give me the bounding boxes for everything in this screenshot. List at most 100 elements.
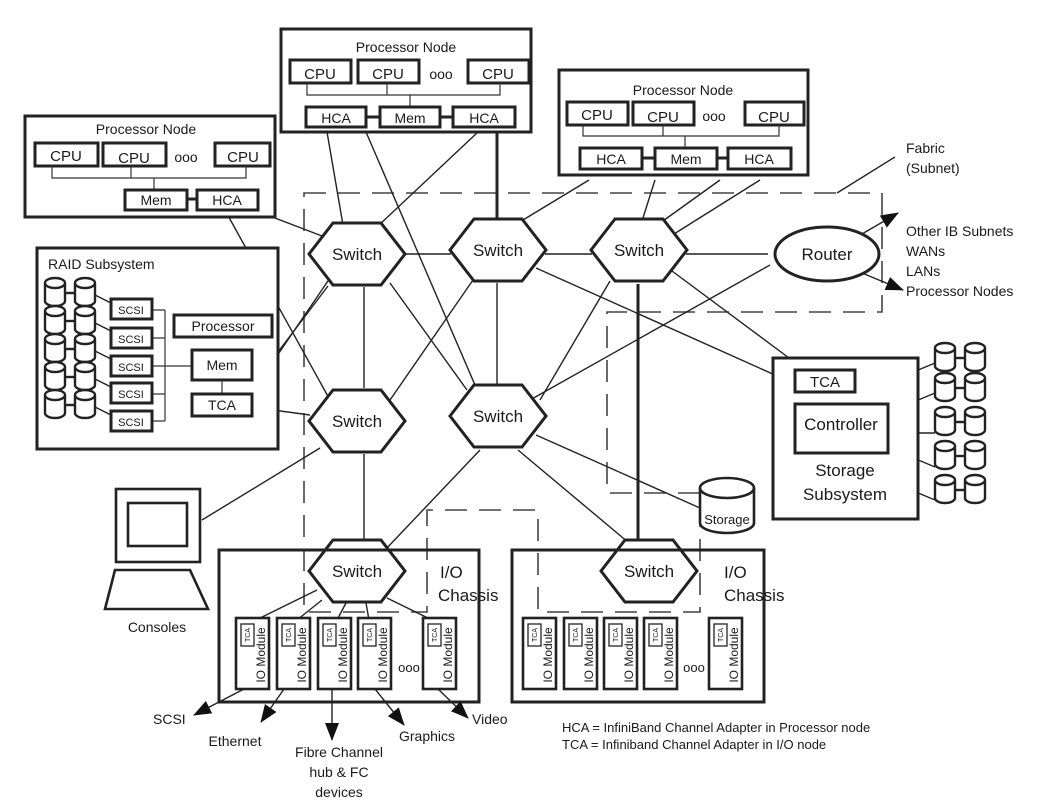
- tca-box: [362, 623, 377, 647]
- svg-text:Processor Nodes: Processor Nodes: [906, 283, 1013, 299]
- scsi-box: [109, 354, 154, 378]
- console: Consoles: [103, 487, 211, 635]
- disk-pair-icon: [933, 341, 987, 373]
- svg-text:Fabric: Fabric: [906, 140, 945, 156]
- switch-label: Switch: [332, 245, 382, 264]
- switch-hexagon: [307, 221, 407, 287]
- tca-box: [190, 392, 254, 418]
- consoles-label: Consoles: [128, 619, 186, 635]
- svg-text:Controller: Controller: [804, 415, 878, 434]
- svg-text:TCA: TCA: [532, 628, 539, 642]
- legend-hca: HCA = InfiniBand Channel Adapter in Proc…: [562, 720, 870, 735]
- switch-hexagon: [307, 538, 407, 604]
- io-outputs: SCSI Ethernet Fibre Channel hub & FC dev…: [153, 688, 508, 800]
- cpu-box: [565, 100, 630, 127]
- svg-text:Chassis: Chassis: [438, 586, 498, 605]
- processor-node-top: Processor Node CPU CPU ooo CPU HCA Mem H…: [279, 27, 533, 134]
- switch-label: Switch: [624, 562, 674, 581]
- processor-node-title: Processor Node: [96, 121, 197, 137]
- svg-text:hub & FC: hub & FC: [309, 764, 368, 780]
- switch-label: Switch: [332, 562, 382, 581]
- controller-box: [793, 402, 890, 455]
- tca-box: [713, 623, 728, 647]
- svg-text:TCA: TCA: [432, 628, 439, 642]
- disk-pair-icon: [933, 405, 987, 437]
- svg-text:IO Module: IO Module: [336, 627, 350, 683]
- ellipsis: ooo: [429, 66, 453, 82]
- svg-text:TCA: TCA: [718, 628, 725, 642]
- router: Router Other IB Subnets WANs LANs Proces…: [773, 212, 1013, 299]
- tca-box: [793, 368, 857, 394]
- raid-title: RAID Subsystem: [48, 256, 155, 272]
- tca-box: [427, 623, 442, 647]
- svg-text:SCSI: SCSI: [118, 417, 144, 429]
- svg-text:IO Module: IO Module: [376, 627, 390, 683]
- tca-box: [527, 623, 542, 647]
- processor-box: [172, 313, 274, 339]
- legend-tca: TCA = Infiniband Channel Adapter in I/O …: [562, 737, 826, 752]
- svg-text:Graphics: Graphics: [399, 728, 455, 744]
- cpu-box: [356, 58, 421, 85]
- svg-text:TCA: TCA: [573, 628, 580, 642]
- disk-pair-icon: [933, 371, 987, 403]
- svg-text:HCA: HCA: [212, 192, 242, 208]
- thick-links: [495, 132, 640, 553]
- svg-text:SCSI: SCSI: [118, 389, 144, 401]
- scsi-box: [109, 381, 154, 405]
- svg-text:Chassis: Chassis: [724, 586, 784, 605]
- svg-text:IO Module: IO Module: [582, 627, 596, 683]
- disk-pair-icon: [43, 388, 97, 420]
- svg-text:IO Module: IO Module: [295, 627, 309, 683]
- scsi-box: [109, 297, 154, 321]
- switch-hexagon: [448, 383, 548, 449]
- switch-hexagon: [307, 388, 407, 454]
- svg-text:TCA: TCA: [208, 397, 237, 413]
- scsi-box: [109, 326, 154, 350]
- svg-text:I/O: I/O: [724, 563, 747, 582]
- tca-box: [568, 623, 583, 647]
- tca-box: [240, 623, 255, 647]
- svg-text:CPU: CPU: [647, 109, 679, 126]
- svg-text:Ethernet: Ethernet: [209, 733, 262, 749]
- disk-pair-icon: [43, 276, 97, 308]
- tca-box: [648, 623, 663, 647]
- svg-text:TCA: TCA: [245, 628, 252, 642]
- router-label: Router: [801, 245, 852, 264]
- svg-text:IO Module: IO Module: [727, 627, 741, 683]
- processor-node-title: Processor Node: [633, 82, 734, 98]
- disk-pair-icon: [933, 439, 987, 471]
- svg-text:CPU: CPU: [482, 66, 514, 83]
- switch-label: Switch: [473, 407, 523, 426]
- svg-text:CPU: CPU: [372, 66, 404, 83]
- ellipsis: ooo: [398, 660, 420, 675]
- disk-pair-icon: [43, 332, 97, 364]
- switch-hexagon: [448, 217, 548, 283]
- switch-node: Switch: [307, 221, 407, 287]
- svg-text:TCA: TCA: [327, 628, 334, 642]
- scsi-box: [109, 409, 154, 433]
- tca-box: [281, 623, 296, 647]
- ellipsis: ooo: [174, 149, 198, 165]
- fabric-boundary: [303, 192, 883, 613]
- cpu-box: [288, 58, 353, 85]
- storage-disk: Storage: [698, 476, 756, 535]
- svg-text:TCA: TCA: [286, 628, 293, 642]
- svg-text:Storage: Storage: [815, 461, 875, 480]
- svg-text:Other IB Subnets: Other IB Subnets: [906, 223, 1013, 239]
- switch-node: Switch: [599, 538, 699, 604]
- svg-text:HCA: HCA: [321, 110, 351, 126]
- ellipsis: ooo: [702, 108, 726, 124]
- svg-text:(Subnet): (Subnet): [906, 160, 960, 176]
- switch-hexagon: [599, 538, 699, 604]
- hca-box: [726, 146, 793, 171]
- svg-text:SCSI: SCSI: [118, 334, 144, 346]
- tca-box: [322, 623, 337, 647]
